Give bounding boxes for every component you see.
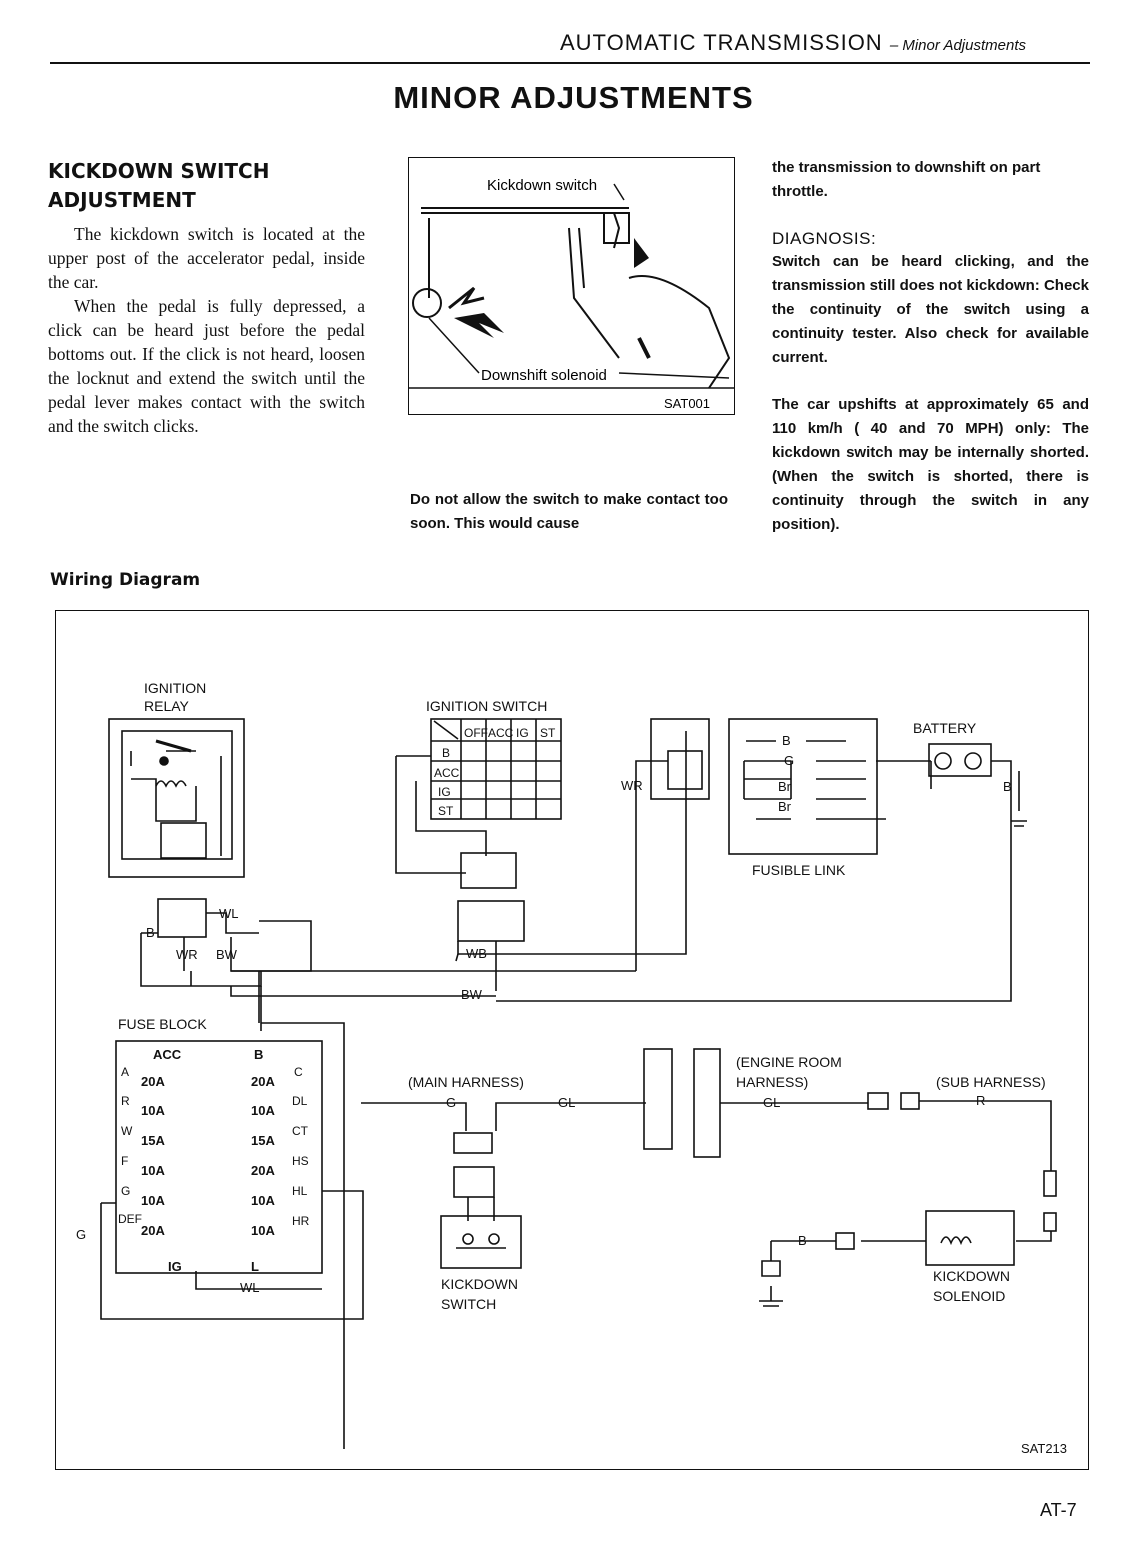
wire-g-main: G bbox=[446, 1095, 456, 1110]
fuse-right-code: CT bbox=[292, 1124, 309, 1138]
running-header: AUTOMATIC TRANSMISSION – Minor Adjustmen… bbox=[560, 30, 1026, 56]
label-kickdown-switch-2: SWITCH bbox=[441, 1296, 496, 1312]
diagram-code: SAT213 bbox=[1021, 1441, 1067, 1456]
fuse-left-code: W bbox=[121, 1124, 133, 1138]
fuse-left-code: F bbox=[121, 1154, 128, 1168]
fuse-left-rating: 15A bbox=[141, 1133, 165, 1148]
wire-bw-relay: BW bbox=[216, 947, 238, 962]
fuse-left-rating: 20A bbox=[141, 1074, 165, 1089]
paragraph-procedure: When the pedal is fully depressed, a cli… bbox=[48, 296, 365, 436]
label-main-harness: (MAIN HARNESS) bbox=[408, 1074, 524, 1090]
wiring-schematic: IGNITION RELAY IGNITION SWITCH OFF ACC I… bbox=[76, 680, 1067, 1456]
ign-col-acc: ACC bbox=[488, 726, 514, 740]
fuse-left-rating: 10A bbox=[141, 1103, 165, 1118]
header-rule bbox=[50, 62, 1090, 64]
fuse-right-rating: 10A bbox=[251, 1103, 275, 1118]
page-title: MINOR ADJUSTMENTS bbox=[393, 80, 754, 115]
wire-wb: WB bbox=[466, 946, 487, 961]
paragraph-upshift: The car upshifts at approximately 65 and… bbox=[772, 396, 1089, 533]
label-engine-room-1: (ENGINE ROOM bbox=[736, 1054, 842, 1070]
wire-wl-relay: WL bbox=[219, 906, 239, 921]
fuse-left-code: DEF bbox=[118, 1212, 142, 1226]
fuse-right-code: HR bbox=[292, 1214, 310, 1228]
fuse-right-code: HS bbox=[292, 1154, 309, 1168]
wire-g-fusible: G bbox=[784, 753, 794, 768]
wire-r-sub: R bbox=[976, 1093, 985, 1108]
header-subsection: – Minor Adjustments bbox=[889, 37, 1026, 54]
wire-gl-engine: GL bbox=[763, 1095, 780, 1110]
label-kickdown-solenoid-2: SOLENOID bbox=[933, 1288, 1005, 1304]
label-kickdown-switch-1: KICKDOWN bbox=[441, 1276, 518, 1292]
wire-b-solenoid: B bbox=[798, 1233, 807, 1248]
wire-b-relay: B bbox=[146, 925, 155, 940]
fuse-top-left: ACC bbox=[153, 1047, 182, 1062]
fuses-left: A 20A R 10A W 15A F 10A G 10A DEF 20A bbox=[118, 1065, 165, 1238]
fuse-right-code: DL bbox=[292, 1094, 308, 1108]
ign-row-ig: IG bbox=[438, 785, 451, 799]
wire-b-fusible: B bbox=[782, 733, 791, 748]
ign-row-b: B bbox=[442, 746, 450, 760]
label-kickdown-solenoid-1: KICKDOWN bbox=[933, 1268, 1010, 1284]
fuse-right-rating: 20A bbox=[251, 1163, 275, 1178]
wire-bw: BW bbox=[461, 987, 483, 1002]
wiring-diagram: IGNITION RELAY IGNITION SWITCH OFF ACC I… bbox=[55, 610, 1089, 1470]
label-engine-room-2: HARNESS) bbox=[736, 1074, 808, 1090]
section-heading-line2: ADJUSTMENT bbox=[48, 188, 196, 212]
label-sub-harness: (SUB HARNESS) bbox=[936, 1074, 1046, 1090]
wiring-heading: Wiring Diagram bbox=[50, 570, 201, 590]
fuses-right: C 20A DL 10A CT 15A HS 20A HL 10A HR 10A bbox=[251, 1065, 310, 1238]
paragraph-location: The kickdown switch is located at the up… bbox=[48, 224, 365, 292]
fuse-left-rating: 20A bbox=[141, 1223, 165, 1238]
fuse-right-code: HL bbox=[292, 1184, 308, 1198]
wire-br-fusible-1: Br bbox=[778, 779, 792, 794]
ign-col-off: OFF bbox=[464, 726, 488, 740]
page-number: AT-7 bbox=[1040, 1500, 1077, 1520]
label-ignition-switch: IGNITION SWITCH bbox=[426, 698, 547, 714]
ign-row-acc: ACC bbox=[434, 766, 460, 780]
section-heading: KICKDOWN SWITCH ADJUSTMENT bbox=[48, 157, 269, 215]
label-ignition-relay-1: IGNITION bbox=[144, 680, 206, 696]
fuse-left-rating: 10A bbox=[141, 1163, 165, 1178]
wire-g-fuse: G bbox=[76, 1227, 86, 1242]
section-heading-line1: KICKDOWN SWITCH bbox=[48, 159, 270, 183]
paragraph-diagnosis: Switch can be heard clicking, and the tr… bbox=[772, 253, 1089, 366]
diagnosis-heading: DIAGNOSIS: bbox=[772, 229, 877, 248]
label-battery: BATTERY bbox=[913, 720, 977, 736]
fuse-bottom-right: L bbox=[251, 1259, 259, 1274]
wire-wl-fuse: WL bbox=[240, 1280, 260, 1295]
fuse-right-code: C bbox=[294, 1065, 303, 1079]
fuse-right-rating: 15A bbox=[251, 1133, 275, 1148]
fuse-right-rating: 10A bbox=[251, 1223, 275, 1238]
fuse-bottom-left: IG bbox=[168, 1259, 182, 1274]
fuse-left-code: R bbox=[121, 1094, 130, 1108]
label-kickdown-switch: Kickdown switch bbox=[487, 177, 597, 194]
kickdown-switch-figure: Kickdown switch Downshift solenoid SAT00… bbox=[408, 157, 735, 415]
figure-code: SAT001 bbox=[664, 396, 710, 411]
label-fusible-link: FUSIBLE LINK bbox=[752, 862, 846, 878]
ign-col-ig: IG bbox=[516, 726, 529, 740]
kickdown-illustration: Kickdown switch Downshift solenoid SAT00… bbox=[409, 177, 734, 411]
wire-b-battery: B bbox=[1003, 779, 1012, 794]
ign-col-st: ST bbox=[540, 726, 556, 740]
fuse-right-rating: 20A bbox=[251, 1074, 275, 1089]
header-section: AUTOMATIC TRANSMISSION bbox=[560, 30, 883, 55]
fuse-top-right: B bbox=[254, 1047, 263, 1062]
fuse-left-code: A bbox=[121, 1065, 129, 1079]
fuse-left-code: G bbox=[121, 1184, 130, 1198]
ign-row-st: ST bbox=[438, 804, 454, 818]
paragraph-caution: Do not allow the switch to make contact … bbox=[410, 491, 728, 532]
wire-br-fusible-2: Br bbox=[778, 799, 792, 814]
label-ignition-relay-2: RELAY bbox=[144, 698, 190, 714]
label-downshift-solenoid: Downshift solenoid bbox=[481, 367, 607, 384]
fuse-right-rating: 10A bbox=[251, 1193, 275, 1208]
wire-wr: WR bbox=[621, 778, 643, 793]
label-fuse-block: FUSE BLOCK bbox=[118, 1016, 207, 1032]
fuse-left-rating: 10A bbox=[141, 1193, 165, 1208]
paragraph-continuation: the transmission to downshift on part th… bbox=[772, 159, 1041, 200]
wire-gl-main: GL bbox=[558, 1095, 575, 1110]
wire-wr-relay: WR bbox=[176, 947, 198, 962]
